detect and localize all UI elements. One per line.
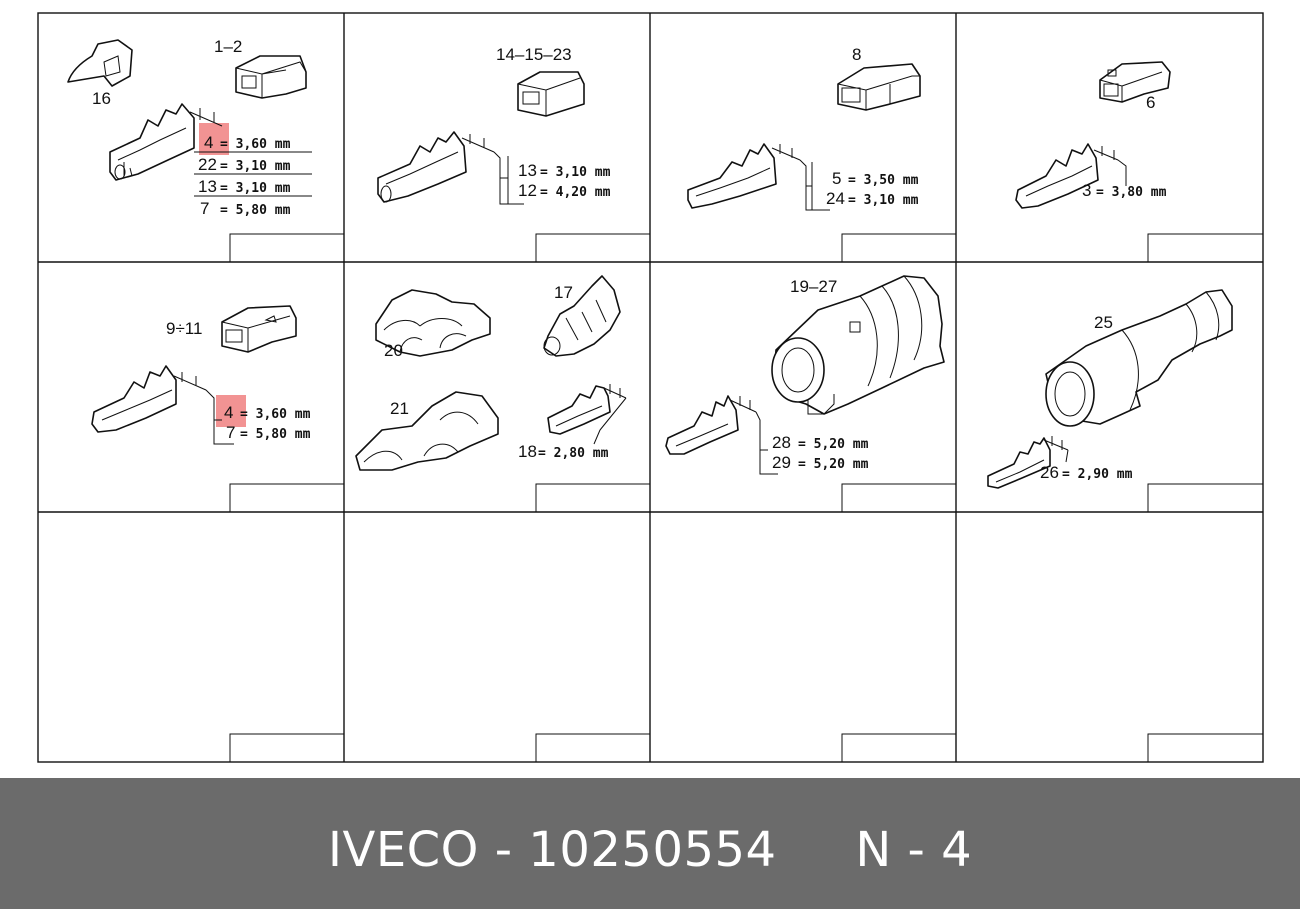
dim-num: 5 [832,169,841,188]
clip-part-21 [355,391,499,471]
terminal-part-1 [109,103,195,181]
panel-4: 6 3 = 3,80 mm [1015,61,1171,209]
label-14-15-23: 14–15–23 [496,45,572,64]
footer-caption: IVECO - 10250554 N - 4 [327,822,973,878]
dim-num: 4 [224,403,233,422]
panel-grid [37,12,1264,763]
housing-part-8 [837,63,921,111]
label-8: 8 [852,45,861,64]
dim-value: = 3,50 mm [848,173,919,188]
highlight-marker [216,395,246,427]
clip-part-20 [375,289,491,357]
dim-num: 26 [1040,463,1059,482]
panel-1: 16 1–2 4 = 3,60 mm 22 = 3,10 mm 13 = 3,1… [67,37,312,218]
dim-value: = 4,20 mm [540,185,611,200]
terminal-part-5 [91,365,177,433]
label-20: 20 [384,341,403,360]
dim-value: = 2,90 mm [1062,467,1133,482]
dim-num: 18 [518,442,537,461]
dim-value: = 3,60 mm [240,407,311,422]
dim-value: = 3,80 mm [1096,185,1167,200]
highlight-marker [199,123,229,155]
panel-6: 20 21 17 18 = 2,80 mm [355,275,627,471]
dim-value: = 5,20 mm [798,437,869,452]
label-16: 16 [92,89,111,108]
dim-num: 22 [198,155,217,174]
footer-bar: IVECO - 10250554 N - 4 [0,778,1300,909]
terminal-part-4 [1015,143,1099,209]
dim-num: 13 [198,177,217,196]
panel-2: 14–15–23 13 = 3,10 mm 12 = 4,20 mm [377,45,611,205]
label-6: 6 [1146,93,1155,112]
panel-7: 19–27 28 = 5,20 mm 29 = 5,20 mm [665,275,945,475]
label-9-11: 9÷11 [166,319,202,338]
housing-part-14-15-23 [517,71,585,117]
housing-part-9-11 [221,305,297,353]
label-17: 17 [554,283,573,302]
dim-value: = 3,10 mm [848,193,919,208]
terminal-part-18 [547,385,611,435]
dim-num: 7 [200,199,209,218]
panel-5: 9÷11 4 = 3,60 mm 7 = 5,80 mm [91,305,311,445]
dim-num: 29 [772,453,791,472]
terminal-part-7 [665,395,739,455]
label-21: 21 [390,399,409,418]
terminal-part-3 [687,143,777,209]
parts-diagram: 16 1–2 4 = 3,60 mm 22 = 3,10 mm 13 = 3,1… [37,12,1264,763]
label-1-2: 1–2 [214,37,242,56]
dim-num: 28 [772,433,791,452]
clip-part-16 [67,39,133,87]
dim-value: = 5,20 mm [798,457,869,472]
dim-value: = 2,80 mm [538,446,609,461]
dim-num: 7 [226,423,235,442]
dim-num: 4 [204,133,213,152]
label-25: 25 [1094,313,1113,332]
dim-num: 24 [826,189,845,208]
dim-value: = 3,10 mm [220,181,291,196]
dim-value: = 5,80 mm [240,427,311,442]
housing-part-1-2 [235,55,307,99]
dim-value: = 3,60 mm [220,137,291,152]
panel-8: 25 26 = 2,90 mm [987,289,1233,489]
connector-part-17 [543,275,621,357]
dim-value: = 3,10 mm [540,165,611,180]
dim-value: = 3,10 mm [220,159,291,174]
dim-value: = 5,80 mm [220,203,291,218]
dim-num: 13 [518,161,537,180]
terminal-part-8 [987,437,1051,489]
dim-num: 3 [1082,181,1091,200]
dim-num: 12 [518,181,537,200]
panel-3: 8 5 = 3,50 mm 24 = 3,10 mm [687,45,921,211]
label-19-27: 19–27 [790,277,837,296]
